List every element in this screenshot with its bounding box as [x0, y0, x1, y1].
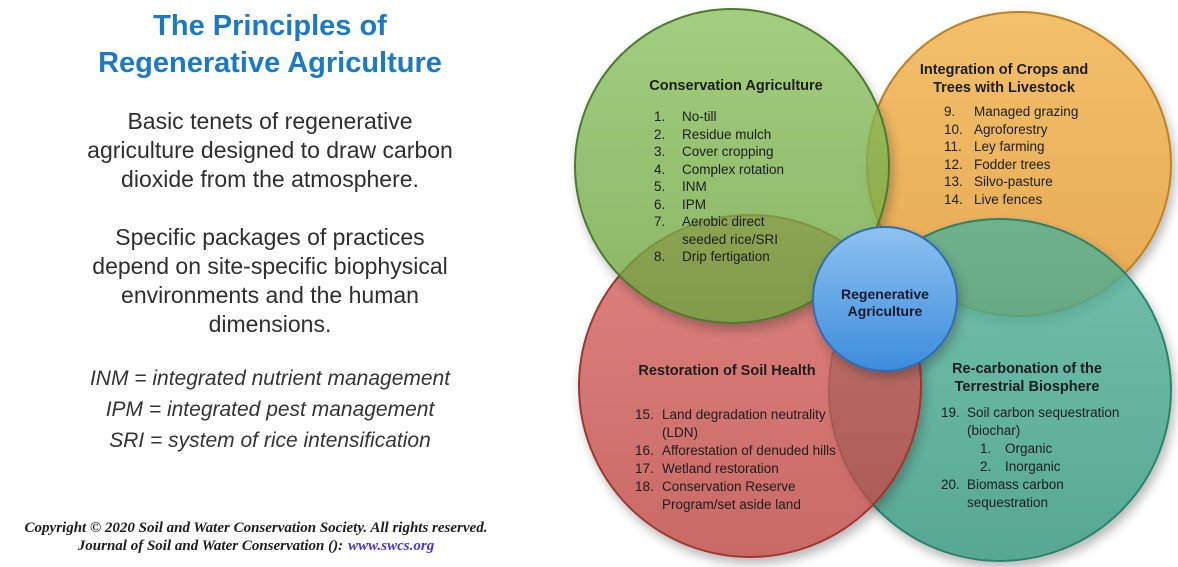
item-number: 6. — [654, 196, 666, 212]
item-number: 11. — [944, 139, 962, 154]
item-number: 15. — [635, 407, 654, 422]
integration-crops-livestock-list: 9. Managed grazing 10. Agroforestry 11. Ley… — [944, 103, 1109, 208]
list-item: 8. Drip fertigation — [654, 248, 807, 266]
list-item: 7. Aerobic direct seeded rice/SRI — [654, 213, 807, 248]
list-item: 9. Managed grazing — [944, 103, 1109, 121]
intro-paragraph: Basic tenets of regenerative agriculture… — [87, 108, 453, 192]
list-item: 6. IPM — [654, 196, 807, 214]
list-item: 3. Cover cropping — [654, 143, 807, 161]
practices-paragraph: Specific packages of practices depend on… — [92, 224, 448, 337]
item-text: INM — [682, 179, 707, 194]
item-number: 8. — [654, 249, 666, 264]
item-text: Agroforestry — [974, 121, 1048, 137]
list-item: 11. Ley farming — [944, 138, 1109, 156]
list-item-nested: 2. Inorganic — [980, 458, 1147, 476]
page-title: The Principles of Regenerative Agricultu… — [98, 10, 442, 79]
item-text: Inorganic — [1005, 459, 1061, 474]
list-item: 2. Residue mulch — [654, 126, 807, 144]
soil-health-title: Restoration of Soil Health — [638, 363, 816, 379]
item-text: No-till — [682, 109, 717, 124]
list-item: 16. Afforestation of denuded hills — [635, 442, 867, 460]
list-item: 14. Live fences — [944, 191, 1109, 209]
list-item: 12. Fodder trees — [944, 156, 1109, 174]
item-text: Aerobic direct seeded rice/SRI — [682, 214, 779, 247]
item-number: 2. — [654, 126, 666, 142]
item-text: Afforestation of denuded hills — [662, 443, 836, 458]
item-number: 14. — [944, 191, 963, 207]
copyright-footer: Copyright © 2020 Soil and Water Conserva… — [0, 520, 512, 555]
item-text: Live fences — [974, 191, 1043, 207]
list-item: 18. Conservation Reserve Program/set asid… — [635, 478, 867, 514]
item-number: 13. — [944, 174, 963, 189]
item-number: 1. — [654, 109, 666, 124]
item-text: Ley farming — [974, 139, 1045, 154]
item-number: 9. — [944, 104, 956, 119]
item-number: 7. — [654, 214, 666, 229]
journal-line: Journal of Soil and Water Conservation (… — [77, 537, 344, 554]
item-text: Fodder trees — [974, 156, 1051, 172]
item-number: 3. — [654, 144, 666, 159]
list-item: 15. Land degradation neutrality (LDN) — [635, 406, 867, 442]
item-text: Cover cropping — [682, 144, 774, 159]
item-number: 2. — [980, 459, 992, 474]
item-number: 17. — [635, 461, 654, 476]
item-number: 19. — [941, 405, 960, 420]
recarbonation-list: 19. Soil carbon sequestration (biochar) 1… — [941, 404, 1147, 512]
item-number: 12. — [944, 156, 963, 172]
abbreviation-key: INM = integrated nutrient management IPM… — [89, 367, 451, 452]
integration-crops-livestock-title: Integration of Crops and Trees with Live… — [919, 62, 1089, 96]
item-text: Biomass carbon sequestration — [967, 477, 1064, 510]
item-number: 10. — [944, 121, 963, 137]
copyright-line1: Copyright © 2020 Soil and Water Conserva… — [24, 520, 488, 536]
regenerative-agriculture-circle — [812, 226, 958, 372]
list-item: 10. Agroforestry — [944, 121, 1109, 139]
item-text: Managed grazing — [974, 104, 1079, 119]
list-item: 4. Complex rotation — [654, 161, 807, 179]
list-item: 17. Wetland restoration — [635, 460, 867, 478]
item-text: IPM — [682, 196, 707, 212]
item-number: 18. — [635, 479, 654, 494]
soil-health-list: 15. Land degradation neutrality (LDN) 16.… — [635, 406, 867, 514]
item-text: Complex rotation — [682, 161, 785, 177]
list-item: 20. Biomass carbon sequestration — [941, 476, 1147, 512]
list-item: 19. Soil carbon sequestration (biochar) — [941, 404, 1147, 440]
item-text: Silvo-pasture — [974, 174, 1053, 189]
item-text: Land degradation neutrality (LDN) — [662, 407, 826, 440]
list-item: 1. No-till — [654, 108, 807, 126]
item-text: Soil carbon sequestration (biochar) — [967, 405, 1120, 438]
item-number: 16. — [635, 443, 654, 458]
regenerative-agriculture-label: Regenerative Agriculture — [841, 286, 929, 319]
conservation-agriculture-list: 1. No-till 2. Residue mulch 3. Cover croppi… — [654, 108, 807, 266]
swcs-link[interactable]: www.swcs.org — [348, 537, 435, 554]
recarbonation-title: Re-carbonation of the Terrestrial Biosph… — [952, 361, 1102, 395]
list-item-nested: 1. Organic — [980, 440, 1147, 458]
list-item: 5. INM — [654, 178, 807, 196]
item-text: Residue mulch — [682, 126, 772, 142]
item-text: Drip fertigation — [682, 249, 770, 264]
conservation-agriculture-title: Conservation Agriculture — [649, 78, 823, 94]
item-text: Conservation Reserve Program/set aside l… — [662, 479, 801, 512]
item-number: 4. — [654, 161, 666, 177]
item-number: 20. — [941, 477, 960, 492]
item-text: Organic — [1005, 441, 1053, 456]
list-item: 13. Silvo-pasture — [944, 173, 1109, 191]
item-number: 5. — [654, 179, 666, 194]
item-number: 1. — [980, 441, 992, 456]
item-text: Wetland restoration — [662, 461, 779, 476]
